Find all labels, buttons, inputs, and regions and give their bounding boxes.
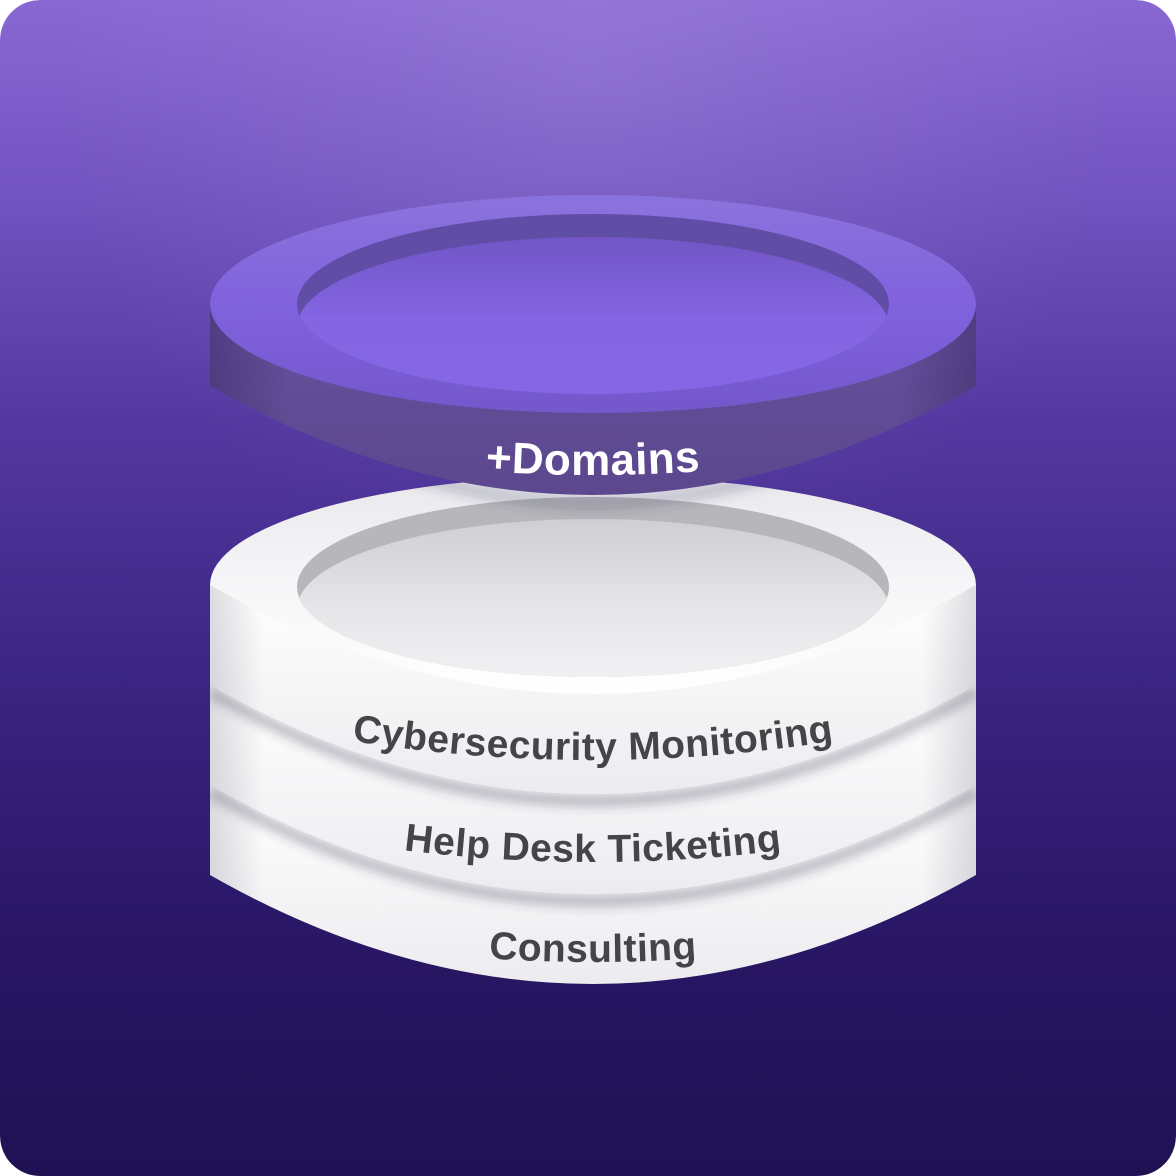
service-stack: Consulting Help Desk Ticketing Cybersecu… — [210, 476, 976, 984]
domains-label-text: +Domains — [485, 432, 702, 485]
domains-disc: +Domains — [210, 195, 976, 495]
stack-recess-floor — [297, 519, 889, 677]
domains-disc-edge-shading — [210, 304, 976, 495]
domains-recess-floor — [297, 237, 889, 394]
domains-disc-label: +Domains — [485, 432, 701, 485]
stack-edge-shading — [210, 585, 976, 984]
consulting-label-text: Consulting — [488, 925, 698, 972]
service-disc-consulting-label: Consulting — [488, 925, 697, 972]
domains-disc-cast-shadow — [235, 476, 951, 511]
